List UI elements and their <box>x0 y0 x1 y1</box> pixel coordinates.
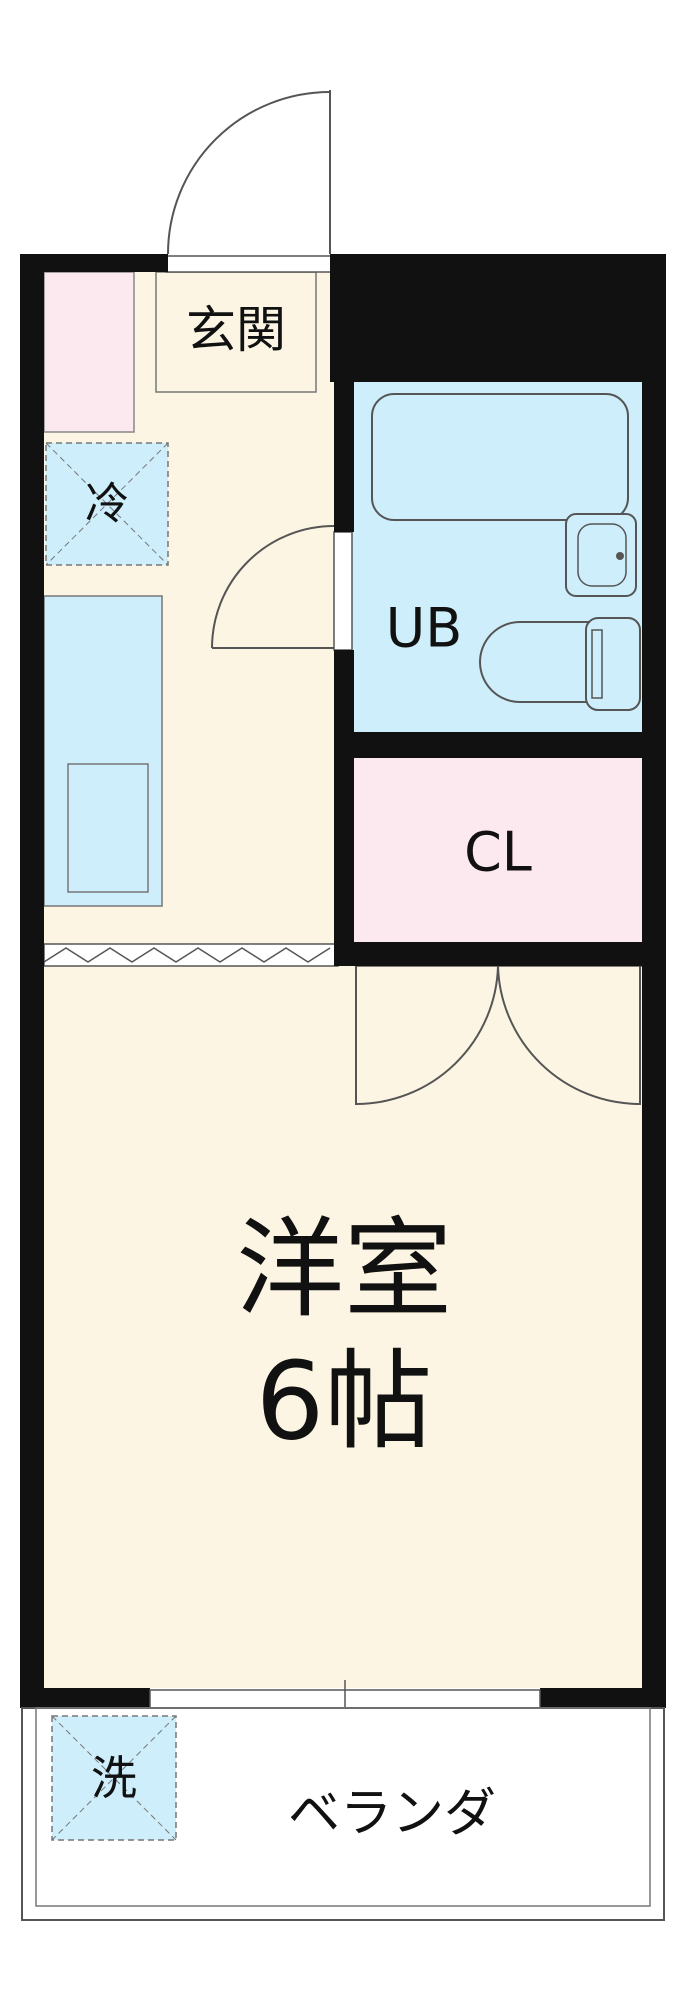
unit-bath-label: UB <box>386 597 463 660</box>
entrance-area: 玄関 <box>155 271 317 393</box>
walls <box>20 254 666 1708</box>
bathtub <box>371 393 629 521</box>
fridge-space: 冷 <box>45 442 169 566</box>
closet-label: CL <box>464 821 532 884</box>
entrance-door <box>165 90 333 273</box>
closet: CL <box>354 758 642 942</box>
entrance-label: 玄関 <box>186 301 286 359</box>
kitchen-counter <box>43 595 163 907</box>
fridge-label: 冷 <box>85 479 129 530</box>
unit-bath: UB <box>352 382 642 732</box>
washer-space: 洗 <box>51 1715 177 1841</box>
western-room-size: 6帖 <box>256 1340 433 1465</box>
washer-label: 洗 <box>91 1751 137 1805</box>
western-room-label: 洋室 <box>236 1208 452 1333</box>
closet-doors <box>355 965 641 1106</box>
balcony-label: ベランダ <box>288 1784 496 1844</box>
toilet <box>479 617 641 711</box>
shoe-closet <box>43 271 135 433</box>
